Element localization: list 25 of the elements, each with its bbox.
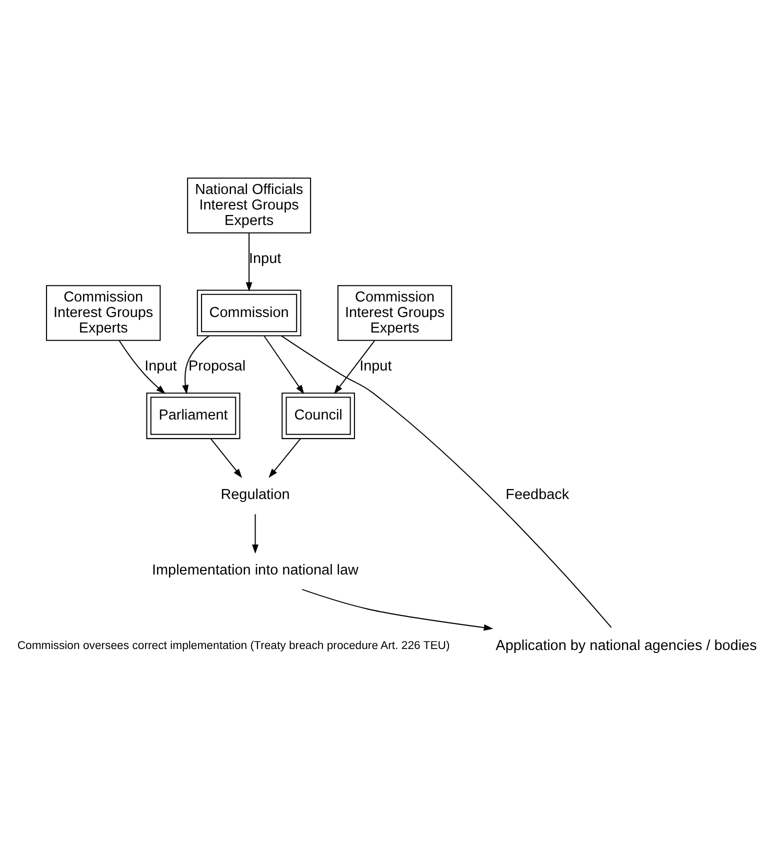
label: Commission oversees correct implementation (Treaty breach procedure Art. 226 TEU) bbox=[17, 640, 450, 652]
node-text: Application by national agencies / bodies bbox=[496, 638, 757, 654]
arrow bbox=[268, 438, 301, 478]
node-text: Implementation into national law bbox=[152, 562, 358, 578]
node-box: Commission Interest Groups Experts bbox=[46, 284, 161, 340]
edge-label: Feedback bbox=[506, 486, 570, 503]
arrow bbox=[264, 335, 304, 394]
arrow bbox=[334, 340, 376, 394]
arrow bbox=[118, 340, 166, 394]
edge-label: Proposal bbox=[188, 358, 246, 374]
node-box: Council bbox=[282, 392, 355, 439]
node-box: National Officials Interest Groups Experts bbox=[187, 177, 312, 233]
connector bbox=[280, 334, 612, 628]
node-box: Commission Interest Groups Experts bbox=[337, 284, 452, 340]
edge-label: Input bbox=[144, 358, 177, 374]
edge-label: Input bbox=[248, 250, 282, 267]
arrow bbox=[302, 588, 494, 630]
node-box: Commission bbox=[196, 289, 302, 336]
node-text: Regulation bbox=[220, 486, 290, 503]
arrow bbox=[252, 514, 259, 554]
arrow bbox=[210, 438, 242, 478]
arrow bbox=[246, 232, 252, 292]
arrow bbox=[182, 334, 210, 394]
node-box: Parliament bbox=[146, 392, 240, 439]
edge-label: Input bbox=[360, 358, 392, 374]
